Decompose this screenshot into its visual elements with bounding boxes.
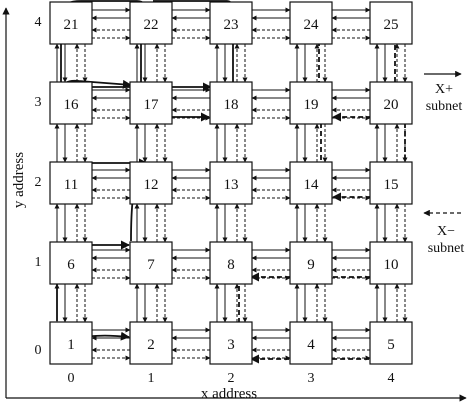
router-label: 4 bbox=[307, 337, 315, 353]
legend-x-plus: X+ subnet bbox=[424, 70, 463, 114]
router-node-19: 19 bbox=[289, 81, 333, 125]
router-label: 2 bbox=[147, 337, 155, 353]
router-label: 5 bbox=[387, 337, 395, 353]
y-tick-label: 3 bbox=[35, 95, 42, 110]
router-box bbox=[369, 1, 413, 45]
router-node-17: 17 bbox=[129, 81, 173, 125]
y-tick-label: 0 bbox=[35, 343, 42, 358]
router-node-24: 24 bbox=[289, 1, 333, 45]
y-axis-label: y address bbox=[11, 152, 27, 208]
router-node-2: 2 bbox=[129, 321, 173, 365]
router-label: 24 bbox=[304, 17, 320, 33]
y-tick-label: 4 bbox=[35, 15, 42, 30]
router-box bbox=[209, 81, 253, 125]
router-node-11: 11 bbox=[49, 161, 93, 205]
x-tick-label: 2 bbox=[228, 371, 235, 386]
router-box bbox=[209, 241, 253, 285]
router-box bbox=[369, 241, 413, 285]
router-label: 6 bbox=[67, 257, 75, 273]
x-tick-label: 1 bbox=[148, 371, 155, 386]
router-box bbox=[49, 241, 93, 285]
router-box bbox=[289, 81, 333, 125]
router-label: 18 bbox=[224, 97, 239, 113]
router-label: 9 bbox=[307, 257, 315, 273]
router-label: 25 bbox=[384, 17, 399, 33]
router-box bbox=[49, 1, 93, 45]
router-box bbox=[209, 1, 253, 45]
x-plus-symbol: X+ bbox=[435, 82, 453, 97]
router-label: 12 bbox=[144, 177, 159, 193]
router-node-20: 20 bbox=[369, 81, 413, 125]
router-box bbox=[289, 321, 333, 365]
router-node-5: 5 bbox=[369, 321, 413, 365]
router-node-4: 4 bbox=[289, 321, 333, 365]
router-node-3: 3 bbox=[209, 321, 253, 365]
router-node-23: 23 bbox=[209, 1, 253, 45]
router-label: 19 bbox=[304, 97, 319, 113]
router-box bbox=[209, 321, 253, 365]
router-node-7: 7 bbox=[129, 241, 173, 285]
router-label: 3 bbox=[227, 337, 235, 353]
router-node-15: 15 bbox=[369, 161, 413, 205]
y-tick-label: 1 bbox=[35, 255, 42, 270]
router-label: 11 bbox=[64, 177, 78, 193]
x-tick-label: 4 bbox=[388, 371, 395, 386]
router-box bbox=[129, 161, 173, 205]
legend-x-minus: X− subnet bbox=[423, 209, 465, 256]
router-box bbox=[49, 321, 93, 365]
router-box bbox=[129, 321, 173, 365]
router-label: 16 bbox=[64, 97, 80, 113]
router-label: 1 bbox=[67, 337, 75, 353]
router-box bbox=[129, 81, 173, 125]
router-label: 17 bbox=[144, 97, 160, 113]
router-box bbox=[49, 81, 93, 125]
x-tick-label: 3 bbox=[308, 371, 315, 386]
router-node-13: 13 bbox=[209, 161, 253, 205]
y-tick-label: 2 bbox=[35, 175, 42, 190]
router-node-25: 25 bbox=[369, 1, 413, 45]
router-label: 20 bbox=[384, 97, 399, 113]
router-box bbox=[49, 161, 93, 205]
router-node-9: 9 bbox=[289, 241, 333, 285]
router-label: 22 bbox=[144, 17, 159, 33]
router-label: 15 bbox=[384, 177, 399, 193]
router-node-16: 16 bbox=[49, 81, 93, 125]
router-box bbox=[369, 321, 413, 365]
x-axis-label: x address bbox=[201, 386, 257, 402]
router-node-14: 14 bbox=[289, 161, 333, 205]
x-minus-symbol: X− bbox=[437, 224, 455, 239]
router-box bbox=[129, 241, 173, 285]
router-node-1: 1 bbox=[49, 321, 93, 365]
router-node-21: 21 bbox=[49, 1, 93, 45]
router-node-22: 22 bbox=[129, 1, 173, 45]
router-label: 23 bbox=[224, 17, 239, 33]
router-box bbox=[369, 81, 413, 125]
x-minus-label: subnet bbox=[428, 241, 465, 256]
router-node-12: 12 bbox=[129, 161, 173, 205]
router-box bbox=[289, 241, 333, 285]
router-box bbox=[289, 1, 333, 45]
router-box bbox=[289, 161, 333, 205]
router-label: 13 bbox=[224, 177, 239, 193]
router-node-10: 10 bbox=[369, 241, 413, 285]
router-label: 14 bbox=[304, 177, 320, 193]
router-node-8: 8 bbox=[209, 241, 253, 285]
router-box bbox=[209, 161, 253, 205]
mesh-links bbox=[54, 7, 408, 361]
router-node-6: 6 bbox=[49, 241, 93, 285]
router-node-18: 18 bbox=[209, 81, 253, 125]
router-label: 7 bbox=[147, 257, 155, 273]
x-tick-label: 0 bbox=[68, 371, 75, 386]
router-label: 10 bbox=[384, 257, 399, 273]
router-box bbox=[369, 161, 413, 205]
router-box bbox=[129, 1, 173, 45]
router-label: 21 bbox=[64, 17, 79, 33]
router-label: 8 bbox=[227, 257, 235, 273]
x-plus-label: subnet bbox=[426, 99, 463, 114]
